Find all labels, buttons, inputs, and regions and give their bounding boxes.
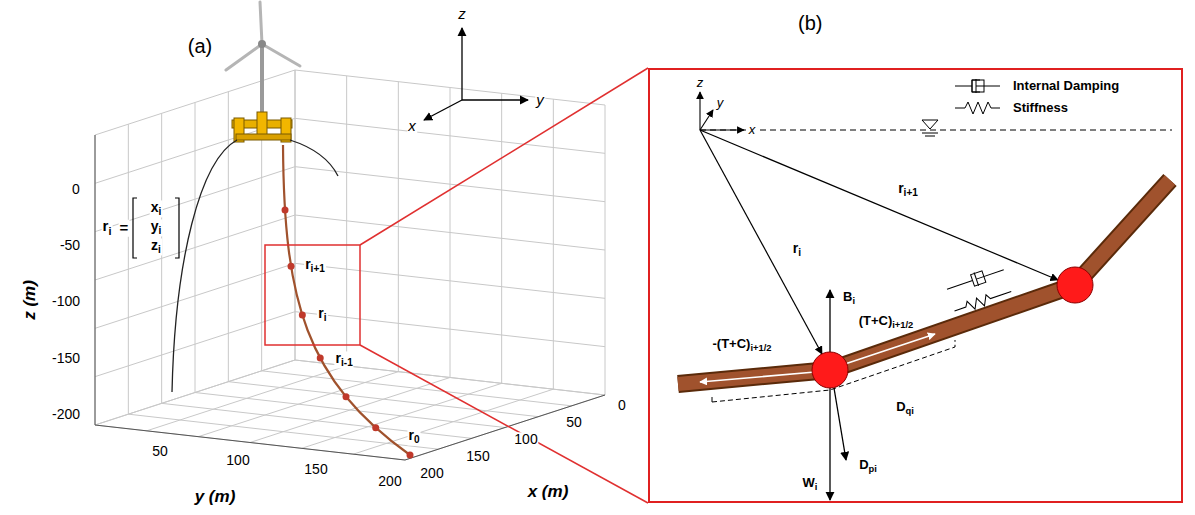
axis-name: x	[407, 118, 417, 135]
vector-entry: yi	[150, 219, 163, 236]
mooring-line	[283, 145, 410, 455]
axis-title: x (m)	[527, 483, 570, 502]
node-label: ri+1	[304, 258, 326, 275]
tick-label: 100	[225, 453, 250, 468]
axis-title: z (m)	[21, 279, 40, 321]
mass-point	[343, 393, 350, 400]
tick-label: 200	[377, 474, 402, 489]
vector-label: ri	[792, 241, 802, 258]
grid-line	[295, 167, 605, 202]
vector-entry: zi	[150, 238, 162, 255]
mooring-line	[172, 140, 338, 392]
tick-label: 200	[419, 466, 444, 481]
tick-label: 150	[303, 462, 328, 477]
tick-label: -50	[59, 238, 81, 253]
tick-label: 0	[71, 182, 81, 197]
mass-point	[288, 263, 295, 270]
tick-label: -150	[51, 351, 81, 366]
detail-panel: (b)	[648, 68, 1183, 503]
mass-point	[317, 355, 324, 362]
force-label: Wi	[802, 476, 819, 492]
vector-label: ri+1	[897, 181, 919, 198]
tick-label: 50	[565, 415, 583, 430]
vector-symbol: ri	[102, 218, 113, 237]
axis-name: z	[696, 76, 705, 90]
node-label: r0	[407, 428, 420, 445]
axis-name: y	[535, 92, 545, 109]
mass-point	[372, 424, 379, 431]
axis-name: x	[748, 123, 757, 137]
vector-symbol: =	[119, 220, 130, 237]
tick-label: 150	[465, 449, 490, 464]
plot-axes	[95, 135, 605, 460]
grid-line	[295, 70, 296, 360]
force-label: (T+C)i+1/2	[858, 314, 915, 330]
axis-triad	[424, 28, 528, 120]
grid-line	[228, 382, 538, 417]
axis-title: y (m)	[194, 488, 237, 507]
tick-label: -100	[51, 294, 81, 309]
lumped-masses	[282, 206, 414, 458]
force-label: Dpi	[858, 458, 878, 474]
node-label: ri-1	[335, 352, 354, 369]
legend-text: Internal Damping	[1012, 79, 1120, 93]
tick-label: 50	[151, 444, 169, 459]
vector-entry: xi	[150, 200, 163, 217]
tick-label: 100	[513, 432, 538, 447]
axis-name: y	[716, 96, 725, 110]
grid-line	[95, 70, 295, 135]
axis-name: z	[457, 6, 467, 23]
panel-label: (a)	[187, 35, 213, 57]
mass-point	[407, 452, 414, 459]
grid-line	[95, 135, 96, 425]
zoom-frame	[265, 68, 648, 503]
grid-line	[605, 105, 606, 395]
tick-label: 0	[617, 398, 627, 413]
vector-bracket	[133, 198, 179, 258]
segment-detail	[678, 79, 1172, 500]
mass-point	[299, 312, 306, 319]
force-label: Bi	[842, 290, 856, 306]
wind-turbine	[226, 2, 300, 142]
tick-label: -200	[51, 407, 81, 422]
force-label: Dqi	[895, 400, 915, 416]
plot-grid	[95, 70, 605, 460]
legend-text: Stiffness	[1012, 101, 1069, 115]
grid-line	[501, 93, 502, 383]
grid-line	[295, 70, 296, 360]
panel-label: (b)	[798, 12, 822, 35]
grid-line	[553, 99, 554, 389]
mass-point	[282, 206, 289, 213]
grid-line	[295, 70, 605, 105]
grid-line	[228, 92, 229, 382]
force-label: -(T+C)i+1/2	[712, 337, 773, 353]
node-label: ri	[317, 307, 327, 324]
